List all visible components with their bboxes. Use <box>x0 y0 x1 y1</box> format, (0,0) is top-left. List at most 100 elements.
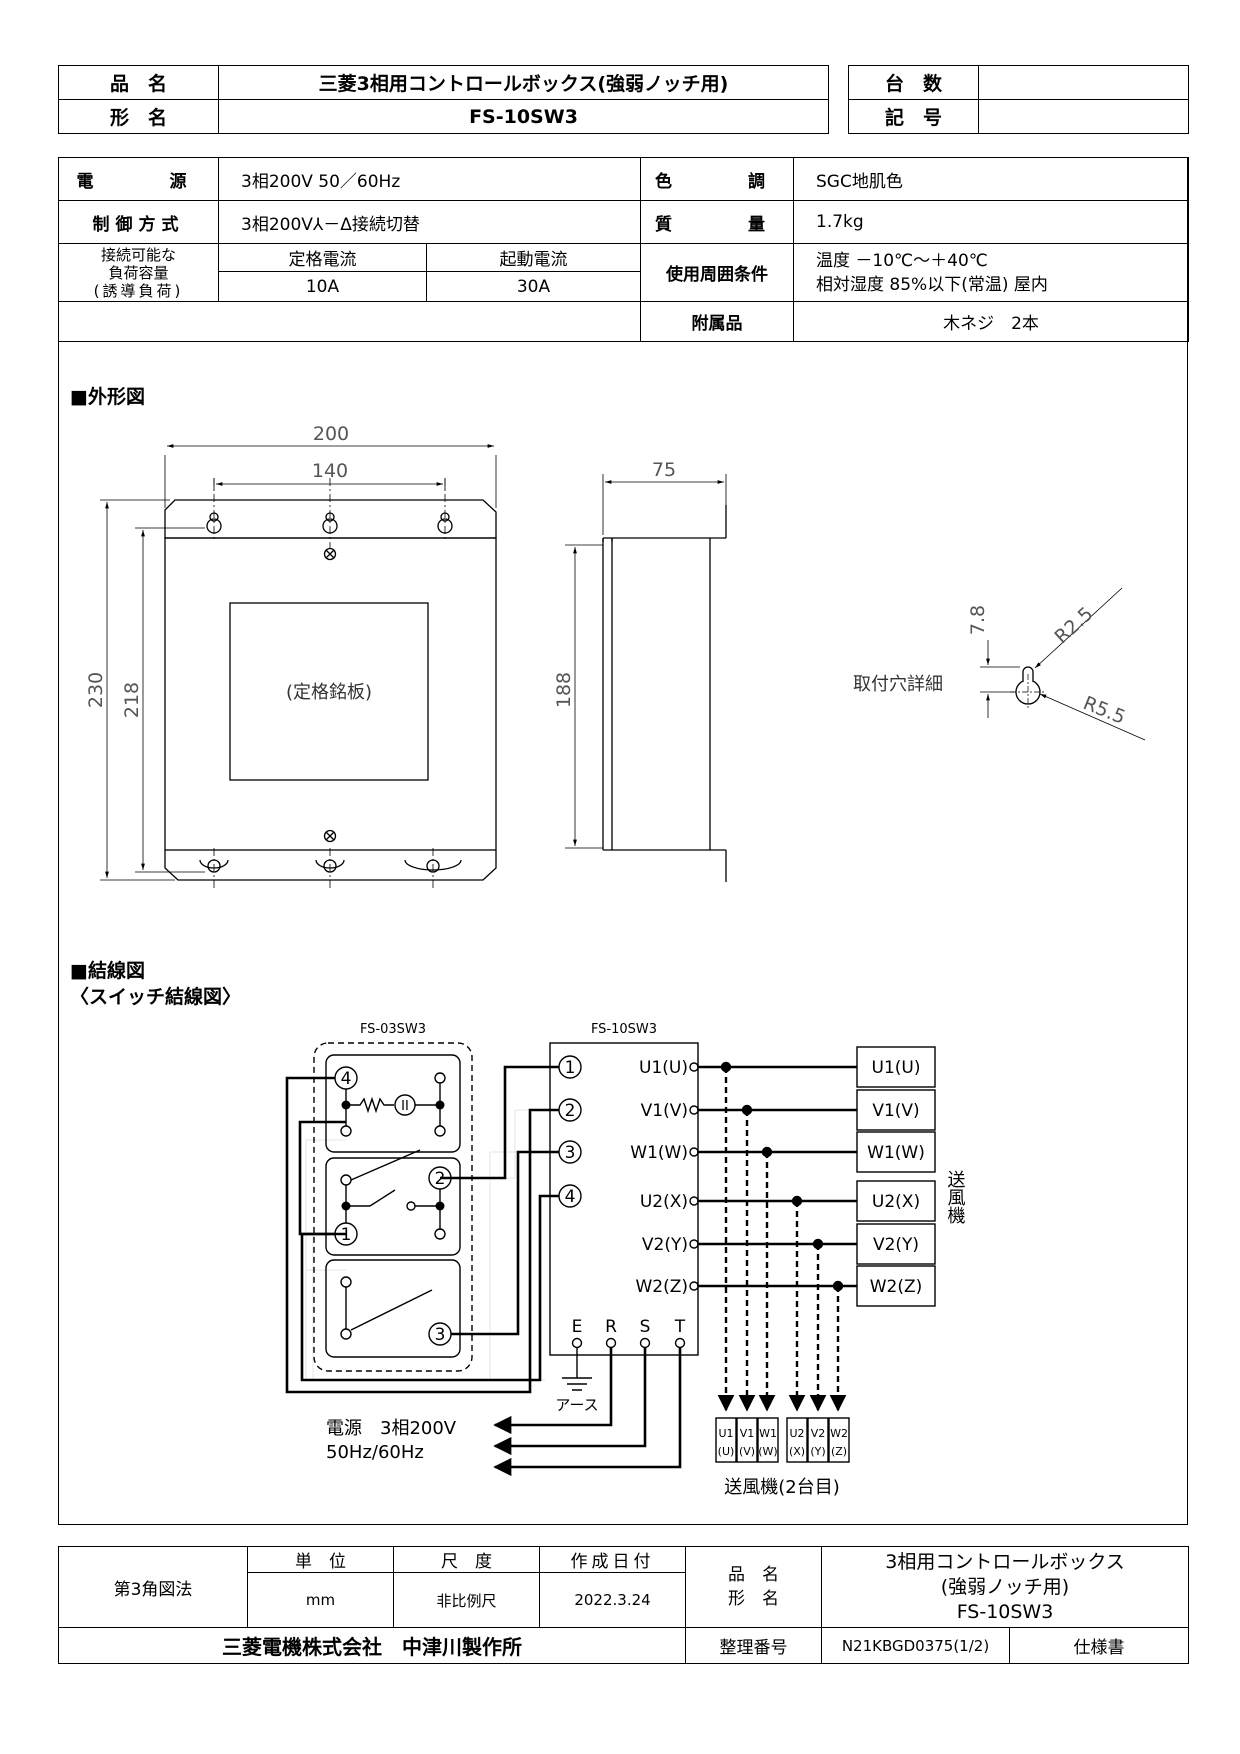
box-model-label: FS-10SW3 <box>591 1022 657 1037</box>
fan-label: 送風機 <box>945 1170 966 1225</box>
terminal-r: R <box>605 1317 617 1337</box>
load-label-line1: 接続可能な <box>100 245 176 264</box>
terminal-t: T <box>674 1317 686 1337</box>
svg-text:II: II <box>401 1099 409 1114</box>
load-label-line2: 負荷容量 <box>108 263 169 282</box>
fan2-w2: W2 <box>830 1427 848 1440</box>
box-out-v2: V2(Y) <box>642 1235 688 1255</box>
box-out-u1: U1(U) <box>639 1058 688 1078</box>
box-out-u2: U2(X) <box>640 1192 688 1212</box>
box-terminal-2: 2 <box>565 1101 576 1121</box>
title-block: 第3角図法 単 位 尺 度 作成日付 品 名 形 名 3相用コントロールボックス… <box>58 1546 1189 1664</box>
switch-model-label: FS-03SW3 <box>360 1022 426 1037</box>
scale-label: 尺 度 <box>393 1546 540 1573</box>
scale-value: 非比例尺 <box>393 1572 540 1628</box>
quantity-table: 台 数 記 号 <box>848 65 1189 134</box>
dim-218: 218 <box>121 682 143 718</box>
fan-term-v2: V2(Y) <box>873 1235 919 1255</box>
env-value: 温度 －10℃～＋40℃ 相対湿度 85%以下(常温) 屋内 <box>793 243 1189 302</box>
product-block: 3相用コントロールボックス (強弱ノッチ用) FS-10SW3 <box>821 1546 1189 1628</box>
nameplate-label: (定格銘板) <box>286 682 372 703</box>
product-line-1: 3相用コントロールボックス <box>885 1550 1125 1573</box>
fan2-label: 送風機(2台目) <box>724 1477 840 1498</box>
name-model-labels: 品 名 形 名 <box>685 1546 822 1628</box>
box-terminal-1: 1 <box>565 1058 576 1078</box>
power-label-2: 50Hz/60Hz <box>326 1442 424 1463</box>
fan-term-w2: W2(Z) <box>870 1277 923 1297</box>
footer-name-label: 品 名 <box>728 1565 779 1585</box>
outline-title: ■外形図 <box>70 386 145 408</box>
date-label: 作成日付 <box>539 1546 686 1573</box>
dim-75: 75 <box>652 459 676 481</box>
start-current-value: 30A <box>426 271 641 302</box>
product-line-2: (強弱ノッチ用) <box>940 1575 1070 1598</box>
fan2-z: (Z) <box>831 1445 847 1458</box>
fan-term-v1: V1(V) <box>872 1101 919 1121</box>
fan-term-u2: U2(X) <box>872 1192 920 1212</box>
doc-type: 仕様書 <box>1009 1627 1189 1664</box>
company-name: 三菱電機株式会社 中津川製作所 <box>58 1627 686 1664</box>
switch-terminal-1: 1 <box>341 1225 352 1245</box>
switch-terminal-4: 4 <box>341 1069 352 1089</box>
switch-terminal-2: 2 <box>435 1169 446 1189</box>
fan2-w1: W1 <box>759 1427 777 1440</box>
fan2-u2: U2 <box>789 1427 804 1440</box>
dim-7-8: 7.8 <box>967 605 989 635</box>
env-temperature: 温度 －10℃～＋40℃ <box>816 250 988 271</box>
doc-number-label: 整理番号 <box>685 1627 822 1664</box>
box-terminal-3: 3 <box>565 1143 576 1163</box>
unit-value: mm <box>247 1572 394 1628</box>
footer-model-label: 形 名 <box>728 1589 779 1609</box>
doc-number: N21KBGD0375(1/2) <box>821 1627 1010 1664</box>
hole-detail-label: 取付穴詳細 <box>853 674 943 695</box>
start-current-label: 起動電流 <box>426 243 641 272</box>
dim-188: 188 <box>553 672 575 708</box>
outline-drawing: 200 140 75 230 218 188 7.8 R2.5 R5.5 (定格… <box>85 423 1146 890</box>
projection: 第3角図法 <box>58 1546 248 1628</box>
fan-term-u1: U1(U) <box>872 1058 921 1078</box>
box-out-w2: W2(Z) <box>635 1277 688 1297</box>
fan2-x: (X) <box>789 1445 805 1458</box>
mass-label: 質 量 <box>640 200 794 244</box>
symbol-label: 記 号 <box>848 99 979 134</box>
box-out-w1: W1(W) <box>630 1143 688 1163</box>
symbol-value <box>978 99 1189 134</box>
earth-label: アース <box>555 1396 598 1414</box>
env-humidity: 相対湿度 85%以下(常温) 屋内 <box>816 274 1048 295</box>
spec-table: 電 源 3相200V 50／60Hz 色 調 SGC地肌色 制御方式 3相200… <box>58 157 1189 342</box>
fan2-v: (V) <box>739 1445 755 1458</box>
header-table: 品 名 三菱3相用コントロールボックス(強弱ノッチ用) 形 名 FS-10SW3 <box>58 65 829 134</box>
fan-term-w1: W1(W) <box>867 1143 925 1163</box>
product-name-value: 三菱3相用コントロールボックス(強弱ノッチ用) <box>218 65 829 100</box>
dim-r5-5: R5.5 <box>1080 692 1129 729</box>
box-out-v1: V1(V) <box>641 1101 688 1121</box>
dim-140: 140 <box>312 460 348 482</box>
date-value: 2022.3.24 <box>539 1572 686 1628</box>
terminal-e: E <box>572 1317 583 1337</box>
model-value: FS-10SW3 <box>218 99 829 134</box>
switch-terminal-3: 3 <box>435 1325 446 1345</box>
fan2-v1: V1 <box>740 1427 755 1440</box>
wiring-subtitle: 〈スイッチ結線図〉 <box>70 986 242 1008</box>
dim-230: 230 <box>85 672 107 708</box>
dim-200: 200 <box>313 423 349 445</box>
accessory-value: 木ネジ 2本 <box>793 301 1189 342</box>
box-terminal-4: 4 <box>565 1187 576 1207</box>
terminal-s: S <box>640 1317 651 1337</box>
quantity-value <box>978 65 1189 100</box>
wiring-title: ■結線図 <box>70 960 145 982</box>
product-name-label: 品 名 <box>58 65 219 100</box>
dim-r2-5: R2.5 <box>1050 603 1097 648</box>
control-label: 制御方式 <box>58 200 219 244</box>
fan2-v2: V2 <box>811 1427 826 1440</box>
wiring-diagram: 4 2 1 3 1 2 3 4 II FS-03SW3 FS-10SW3 U1(… <box>285 1022 966 1498</box>
blank-cell <box>58 301 641 342</box>
fan2-u: (U) <box>718 1445 735 1458</box>
fan2-w: (W) <box>758 1445 777 1458</box>
fan2-y: (Y) <box>810 1445 825 1458</box>
power-label-1: 電源 3相200V <box>326 1418 457 1439</box>
load-label-line3: (誘導負荷) <box>93 281 184 300</box>
product-line-3: FS-10SW3 <box>956 1600 1054 1623</box>
fan2-u1: U1 <box>718 1427 733 1440</box>
power-value: 3相200V 50／60Hz <box>218 157 641 201</box>
